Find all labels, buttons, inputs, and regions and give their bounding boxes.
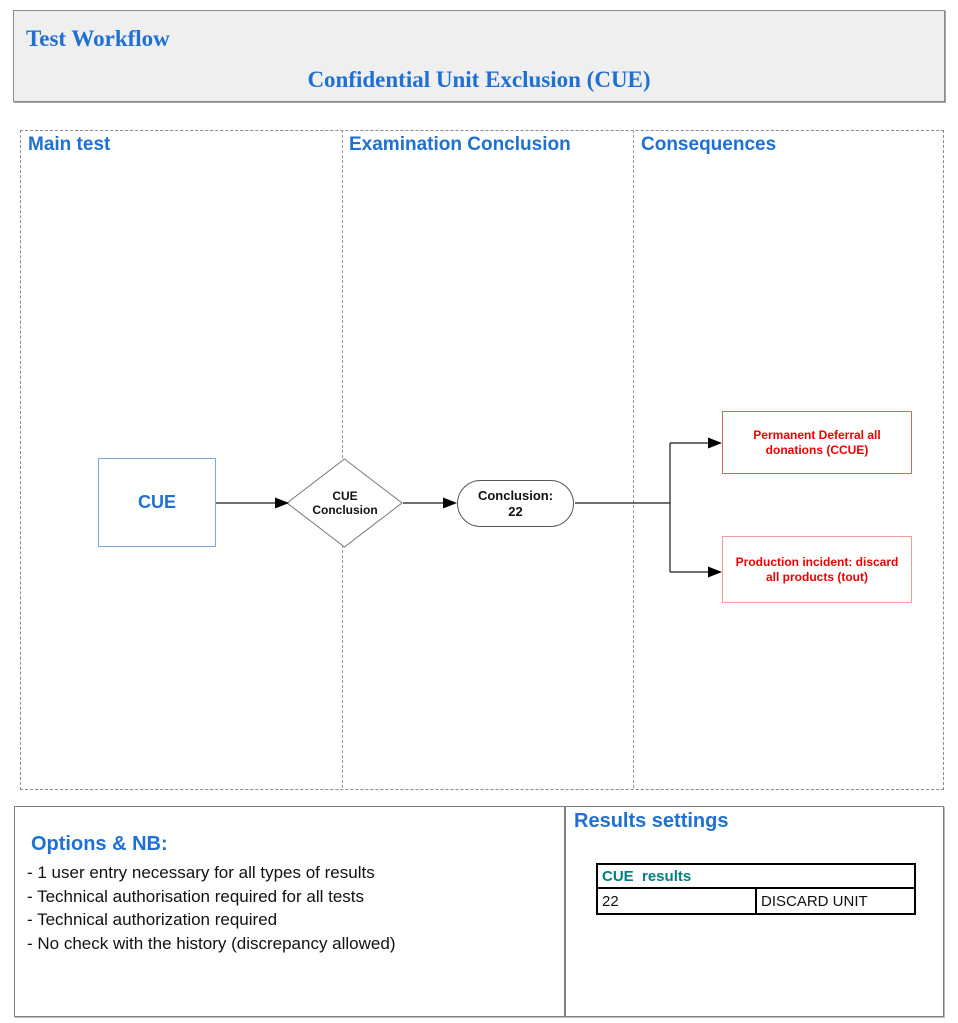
page-subtitle: Confidential Unit Exclusion (CUE) xyxy=(307,67,651,92)
option-item: - Technical authorisation required for a… xyxy=(27,886,365,906)
decision-line2: Conclusion xyxy=(312,503,378,517)
lane-divider xyxy=(633,130,634,788)
option-item: - 1 user entry necessary for all types o… xyxy=(27,863,375,882)
conclusion-line2: 22 xyxy=(508,503,523,519)
option-item: - Technical authorization required xyxy=(27,910,278,929)
swimlane-frame xyxy=(20,130,944,790)
consequence-box-permanent-deferral: Permanent Deferral all donations (CCUE) xyxy=(722,411,912,474)
options-panel: Options & NB: - 1 user entry necessary f… xyxy=(14,806,565,1017)
conclusion-node: Conclusion: 22 xyxy=(457,480,574,527)
results-heading: Results settings xyxy=(574,810,729,832)
page-title: Test Workflow xyxy=(26,26,170,51)
conclusion-line1: Conclusion: xyxy=(477,487,554,503)
decision-line1: CUE xyxy=(332,489,358,503)
results-panel: Results settings CUE results 22 DISCARD … xyxy=(565,806,944,1017)
option-item: - No check with the history (discrepancy… xyxy=(27,933,396,953)
results-table-code-cell: 22 xyxy=(596,887,757,915)
results-table-action-cell: DISCARD UNIT xyxy=(755,887,916,915)
results-table-header: CUE results xyxy=(596,863,916,889)
consequence-box-production-incident: Production incident: discard all product… xyxy=(722,536,912,603)
lane-label-main-test: Main test xyxy=(28,134,111,155)
process-box-cue: CUE xyxy=(98,458,216,547)
decision-diamond-label: CUE Conclusion xyxy=(289,460,401,546)
cue-results-table: CUE results 22 DISCARD UNIT xyxy=(596,863,916,915)
options-heading: Options & NB: xyxy=(31,833,168,855)
page-header: Test Workflow Confidential Unit Exclusio… xyxy=(13,10,945,102)
lane-label-examination-conclusion: Examination Conclusion xyxy=(349,134,571,155)
options-list: - 1 user entry necessary for all types o… xyxy=(27,861,558,955)
lane-label-consequences: Consequences xyxy=(641,134,777,155)
lane-divider xyxy=(342,130,343,788)
